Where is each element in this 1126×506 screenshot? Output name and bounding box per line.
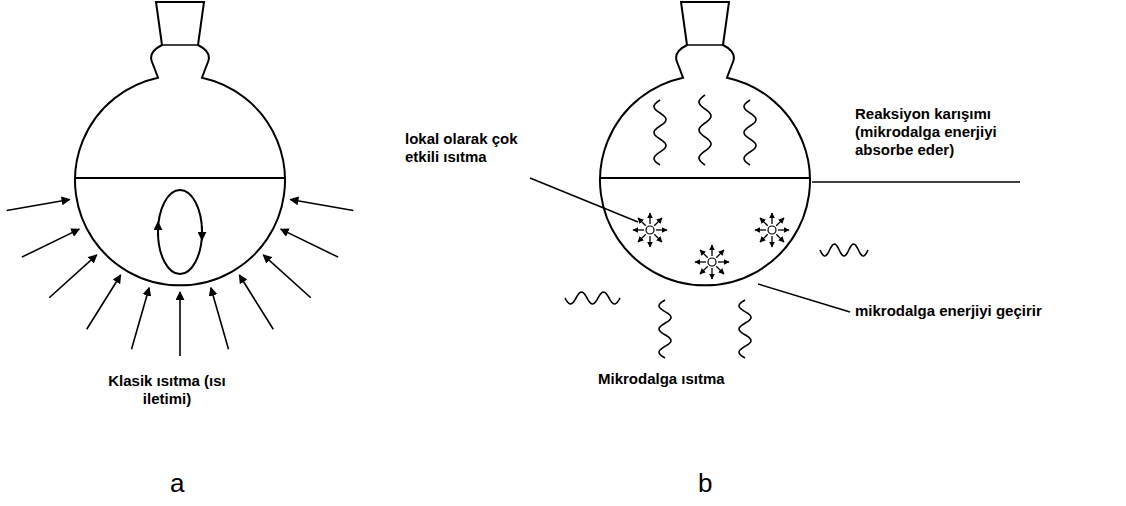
hot-spot-ray	[760, 234, 768, 242]
panel-letter: a	[170, 468, 200, 498]
hot-spot-ray	[776, 218, 784, 226]
hot-spot-ray	[718, 261, 729, 262]
leader-lines	[530, 178, 1020, 312]
heat-arrow	[22, 229, 80, 257]
heat-arrows	[7, 199, 354, 356]
heat-arrow	[281, 229, 339, 257]
callout-label: mikrodalga enerjiyi geçirir	[855, 302, 1095, 320]
callout-label: Reaksiyon karışımı (mikrodalga enerjiyi …	[855, 105, 1040, 159]
hot-spot-ray	[711, 245, 712, 256]
method-label: Klasik ısıtma (ısı iletimi)	[92, 372, 242, 408]
hot-spot-ray	[760, 218, 768, 226]
heat-arrow	[131, 288, 149, 350]
hot-spot-ray	[716, 266, 724, 274]
hot-spot-ray	[700, 250, 708, 258]
hot-spot	[768, 226, 776, 234]
hot-spot-ray	[711, 268, 712, 279]
hot-spot-ray	[649, 213, 650, 224]
microwave-wave	[820, 244, 868, 256]
heat-arrow	[49, 255, 97, 298]
microwave-wave	[699, 95, 711, 165]
round-bottom-flask	[600, 2, 810, 285]
microwave-wave	[739, 300, 751, 358]
microwave-waves	[565, 95, 868, 358]
heat-arrow	[263, 255, 311, 298]
heat-arrow	[7, 199, 70, 210]
microwave-wave	[565, 292, 620, 304]
hot-spot-ray	[638, 234, 646, 242]
hot-spot-ray	[755, 229, 766, 230]
microwave-wave	[659, 300, 671, 358]
hot-spot-ray	[654, 234, 662, 242]
heat-arrow	[290, 199, 353, 210]
hot-spot-ray	[656, 229, 667, 230]
heat-arrow	[239, 275, 273, 329]
microwave-wave	[654, 100, 666, 165]
convection-loop	[158, 190, 202, 274]
heat-arrow	[179, 292, 181, 356]
microwave-wave	[744, 100, 756, 165]
heat-arrow	[87, 275, 121, 329]
hot-spot-ray	[776, 234, 784, 242]
hot-spot-ray	[638, 218, 646, 226]
hot-spot	[708, 258, 716, 266]
hot-spot-ray	[695, 261, 706, 262]
hot-spot-ray	[778, 229, 789, 230]
hot-spot-ray	[716, 250, 724, 258]
hot-spot-ray	[654, 218, 662, 226]
hot-spot-ray	[633, 229, 644, 230]
hot-spot-ray	[700, 266, 708, 274]
hot-spot-ray	[649, 236, 650, 247]
round-bottom-flask	[75, 2, 285, 285]
panel-letter: b	[698, 468, 728, 498]
hot-spot-ray	[771, 236, 772, 247]
hot-spots	[633, 213, 789, 279]
hot-spot-ray	[771, 213, 772, 224]
heat-arrow	[211, 288, 229, 350]
callout-label: lokal olarak çok etkili ısıtma	[405, 130, 525, 166]
method-label: Mikrodalga ısıtma	[598, 370, 768, 388]
hot-spot	[646, 226, 654, 234]
